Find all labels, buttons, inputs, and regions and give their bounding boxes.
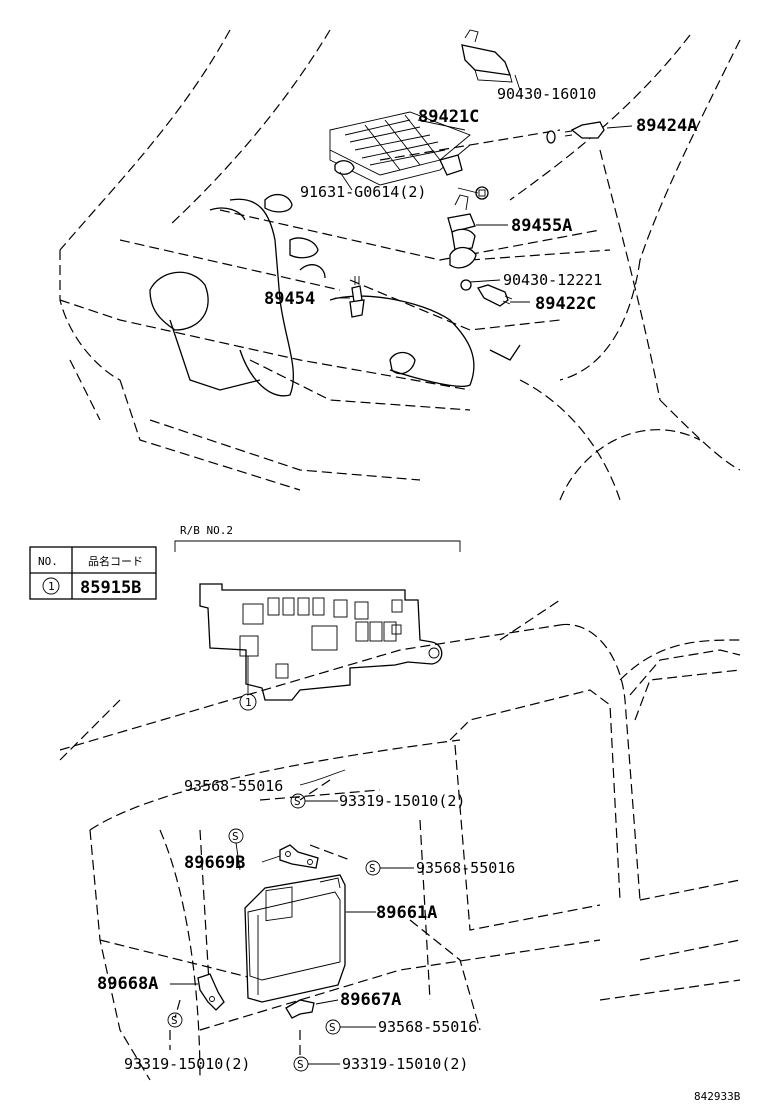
screw-marker-6: S bbox=[297, 1058, 304, 1071]
label-93568-55016-bottom: 93568-55016 bbox=[378, 1018, 477, 1036]
label-rb-no2: R/B NO.2 bbox=[180, 524, 233, 537]
table-row-code: 85915B bbox=[80, 578, 141, 598]
screw-marker-4: S bbox=[171, 1014, 178, 1027]
screw-marker-1: S bbox=[232, 830, 239, 843]
label-89668A: 89668A bbox=[97, 974, 158, 994]
label-89661A: 89661A bbox=[376, 903, 437, 923]
relay-block-drawing bbox=[199, 583, 443, 711]
label-89455A: 89455A bbox=[511, 216, 572, 236]
parts-code-table bbox=[29, 546, 157, 600]
relay-callout-marker: 1 bbox=[245, 696, 252, 709]
rb-bracket bbox=[174, 540, 461, 552]
table-row-no: 1 bbox=[48, 580, 55, 593]
table-header-code: 品名コード bbox=[88, 554, 143, 568]
label-90430-16010: 90430-16010 bbox=[497, 85, 596, 103]
label-93319-15010-top: 93319-15010(2) bbox=[339, 792, 465, 810]
table-header-no: NO. bbox=[38, 555, 58, 568]
label-93319-15010-right: 93319-15010(2) bbox=[342, 1055, 468, 1073]
label-93568-55016-mid: 93568-55016 bbox=[416, 859, 515, 877]
screw-marker-5: S bbox=[329, 1021, 336, 1034]
engine-bay-drawing bbox=[59, 29, 741, 501]
label-89421C: 89421C bbox=[418, 107, 479, 127]
ecu-mounting-drawing bbox=[59, 599, 741, 1081]
label-89667A: 89667A bbox=[340, 990, 401, 1010]
label-89454: 89454 bbox=[264, 289, 315, 309]
label-89424A: 89424A bbox=[636, 116, 697, 136]
label-90430-12221: 90430-12221 bbox=[503, 271, 602, 289]
diagram-code: 842933B bbox=[694, 1090, 741, 1103]
label-91631-G0614: 91631-G0614(2) bbox=[300, 183, 426, 201]
label-89422C: 89422C bbox=[535, 294, 596, 314]
label-93568-55016-top: 93568-55016 bbox=[184, 777, 283, 795]
screw-marker-3: S bbox=[369, 862, 376, 875]
label-93319-15010-left: 93319-15010(2) bbox=[124, 1055, 250, 1073]
screw-marker-2: S bbox=[294, 795, 301, 808]
label-89669B: 89669B bbox=[184, 853, 245, 873]
